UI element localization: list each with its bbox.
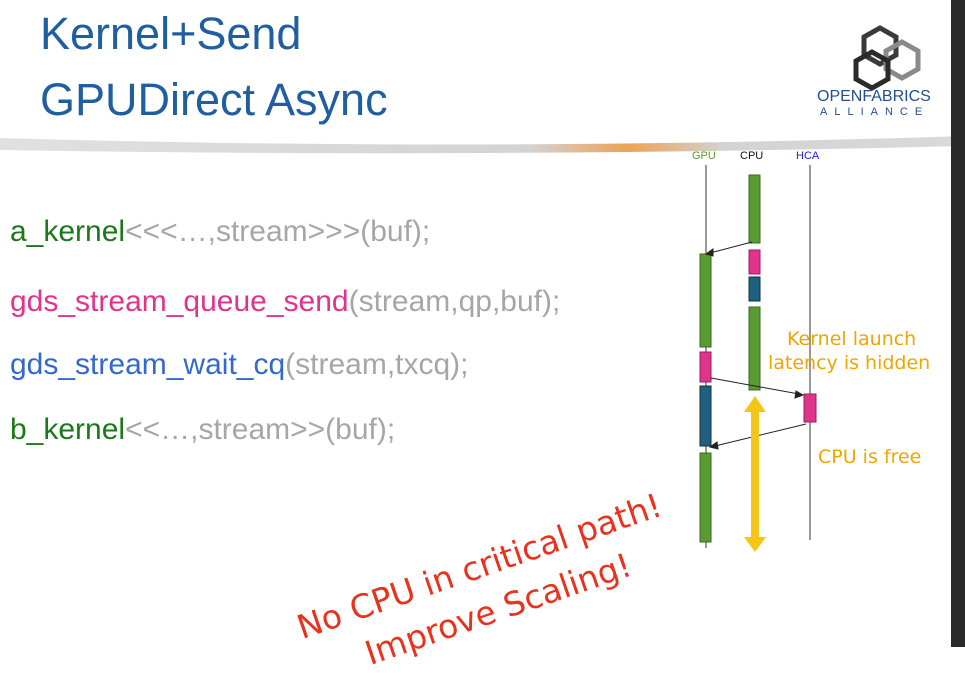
code-args: <<…,stream>>(buf); (125, 413, 396, 446)
code-args: (stream,qp,buf); (348, 285, 561, 318)
code-args: (stream,txcq); (285, 348, 469, 381)
page-title-line-2: GPUDirect Async (40, 74, 388, 125)
code-args: <<<…,stream>>>(buf); (125, 215, 431, 248)
header-rule (0, 136, 965, 154)
code-line-a-kernel: a_kernel<<<…,stream>>>(buf); (10, 215, 430, 249)
code-fn: a_kernel (10, 215, 126, 248)
cpu-send-bar (748, 249, 761, 275)
logo-wordmark: OPENFABRICS (817, 88, 931, 106)
lane-label-cpu: CPU (740, 150, 764, 162)
openfabrics-logo-icon (853, 25, 921, 91)
timeline-arrows (704, 241, 807, 450)
lane-label-hca: HCA (796, 150, 820, 162)
code-line-queue-send: gds_stream_queue_send(stream,qp,buf); (10, 285, 560, 319)
cpu-bar-1 (748, 174, 761, 244)
code-line-wait-cq: gds_stream_wait_cq(stream,txcq); (10, 348, 469, 382)
gpu-kernel-b (699, 452, 712, 543)
logo-word-fabrics: FABRICS (862, 88, 931, 105)
hca-send-bar (803, 393, 817, 423)
right-edge (951, 0, 965, 647)
lane-label-gpu: GPU (692, 150, 716, 162)
code-line-b-kernel: b_kernel<<…,stream>>(buf); (10, 413, 395, 447)
background-graphics (0, 0, 965, 647)
page-title-line-1: Kernel+Send (40, 8, 302, 59)
code-fn: gds_stream_wait_cq (10, 348, 286, 381)
gpu-send-bar (699, 351, 712, 383)
note-launch-line-1: Kernel launch (787, 328, 917, 350)
logo-word-open: OPEN (817, 88, 863, 105)
cpu-wait-bar (748, 276, 761, 302)
cpu-free-double-arrow (744, 396, 766, 552)
code-fn: b_kernel (10, 413, 126, 446)
cpu-bar-2 (748, 306, 761, 391)
note-cpu-free: CPU is free (818, 446, 922, 468)
note-launch-line-2: latency is hidden (768, 352, 931, 374)
gpu-kernel-a (699, 253, 712, 348)
logo-subtitle: ALLIANCE (820, 106, 930, 118)
gpu-wait-bar (699, 385, 712, 447)
code-fn: gds_stream_queue_send (10, 285, 349, 318)
